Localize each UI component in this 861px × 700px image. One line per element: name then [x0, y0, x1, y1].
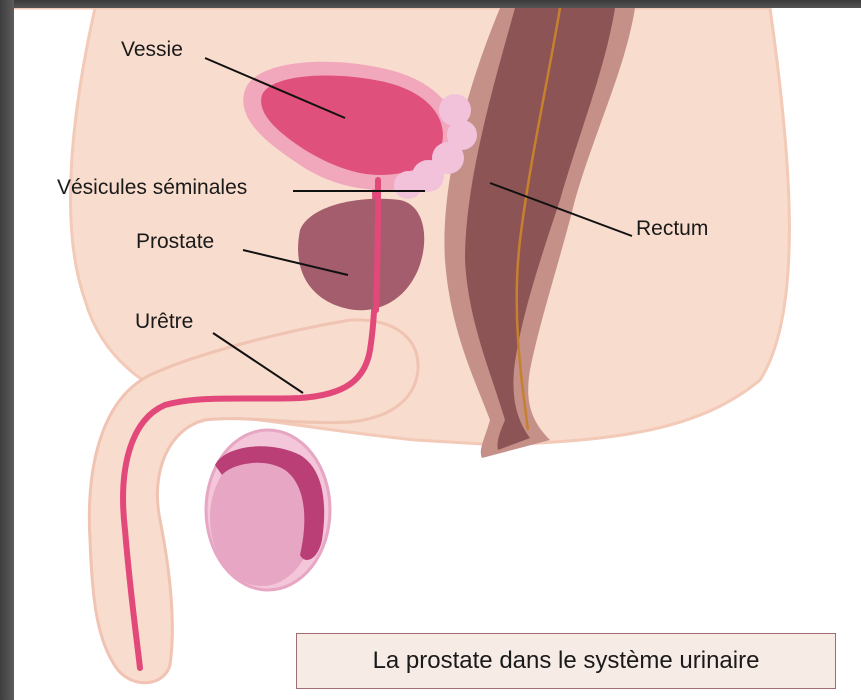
label-prostate: Prostate	[136, 230, 214, 254]
window-frame-left	[0, 0, 14, 700]
caption-box: La prostate dans le système urinaire	[296, 633, 836, 689]
caption: La prostate dans le système urinaire	[373, 647, 760, 675]
illustration-canvas: Vessie Vésicules séminales Prostate Urêt…	[14, 8, 861, 700]
label-rectum: Rectum	[636, 217, 708, 241]
label-uretre: Urêtre	[135, 310, 193, 334]
anatomy-illustration	[14, 8, 861, 700]
label-vesicules-seminales: Vésicules séminales	[57, 176, 247, 200]
label-vessie: Vessie	[121, 38, 183, 62]
urethra-prostatic	[376, 180, 378, 310]
